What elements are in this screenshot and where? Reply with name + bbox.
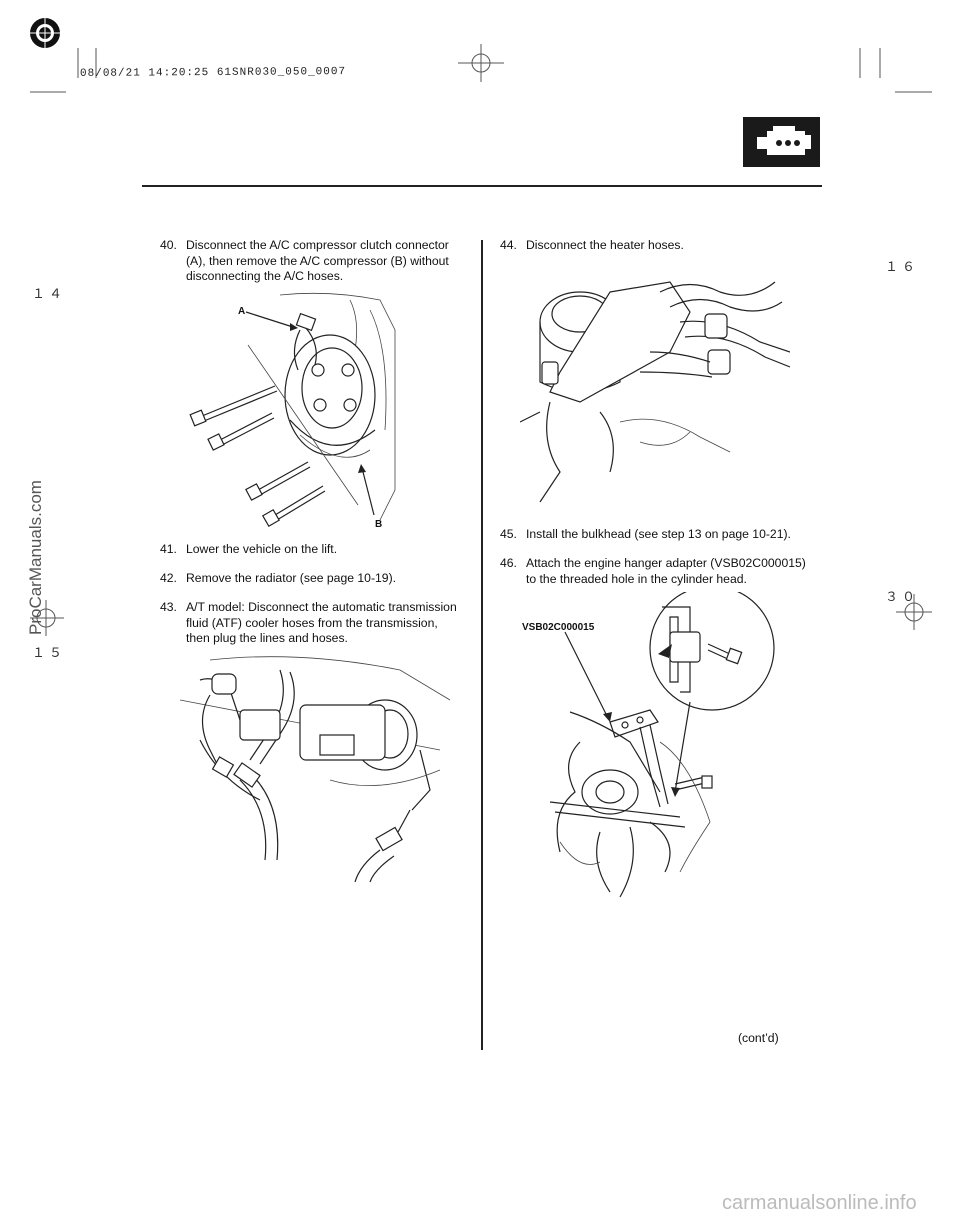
step-45: 45.Install the bulkhead (see step 13 on … bbox=[500, 527, 791, 541]
ac-compressor-illustration bbox=[189, 292, 396, 528]
side-watermark: ProCarManuals.com bbox=[26, 480, 45, 635]
step-42: 42.Remove the radiator (see page 10-19). bbox=[160, 571, 397, 585]
callout-a: A bbox=[238, 306, 246, 317]
heater-hoses-illustration bbox=[520, 281, 790, 503]
step-46: 46.Attach the engine hanger adapter (VSB… bbox=[500, 556, 806, 586]
atf-cooler-hoses-illustration bbox=[180, 656, 451, 883]
continued-note: (cont’d) bbox=[738, 1031, 779, 1045]
callout-b: B bbox=[375, 519, 383, 530]
footer-watermark: carmanualsonline.info bbox=[722, 1192, 917, 1214]
page-mark-left-top: １４ bbox=[32, 287, 67, 302]
engine-hanger-adapter-illustration bbox=[549, 592, 775, 898]
step-44: 44.Disconnect the heater hoses. bbox=[500, 238, 684, 252]
step-40: 40.Disconnect the A/C compressor clutch … bbox=[160, 238, 449, 283]
registration-target-icon bbox=[28, 16, 62, 50]
tool-callout: VSB02C000015 bbox=[522, 622, 595, 633]
print-stamp: 08/08/21 14:20:25 61SNR030_050_0007 bbox=[79, 66, 347, 80]
page-mark-left-bottom: １５ bbox=[32, 646, 67, 661]
page-mark-right-bottom: ３０ bbox=[885, 590, 920, 605]
step-41: 41.Lower the vehicle on the lift. bbox=[160, 542, 338, 556]
page-mark-right-top: １６ bbox=[885, 260, 920, 275]
column-divider bbox=[481, 240, 483, 1050]
engine-section-icon bbox=[743, 117, 820, 167]
step-43: 43.A/T model: Disconnect the automatic t… bbox=[160, 600, 457, 645]
header-rule bbox=[142, 185, 822, 187]
